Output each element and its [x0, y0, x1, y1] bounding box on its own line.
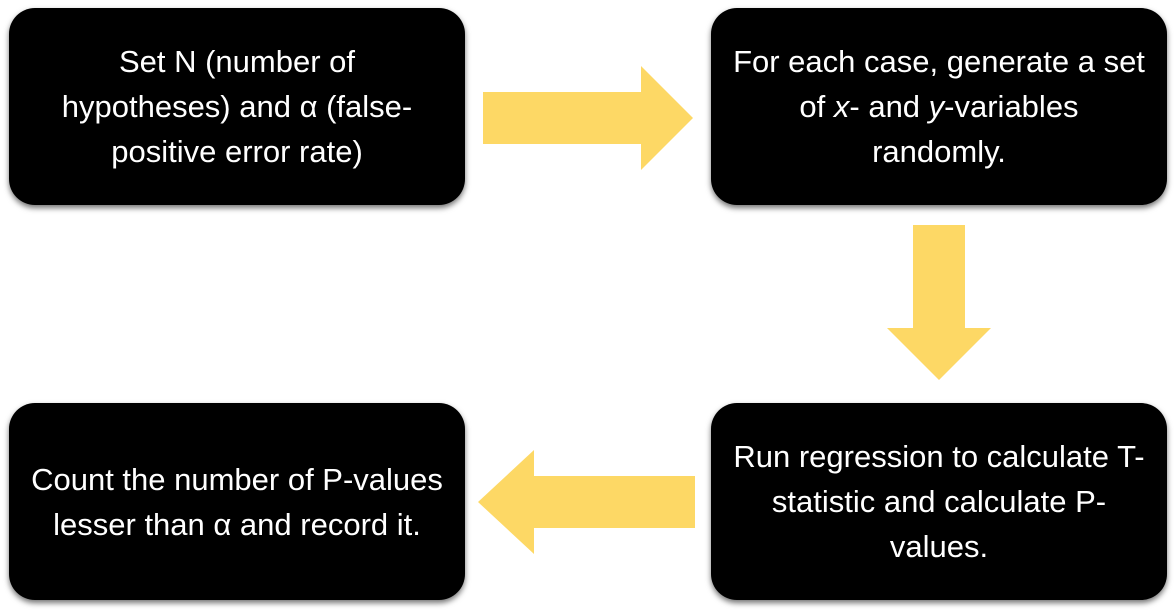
step-generate-text-part-1: For each case, generate a set of [733, 44, 1145, 124]
step-generate-text-part-5: -variables randomly. [872, 89, 1079, 169]
step-run-regression-box: Run regression to calculate T-statistic … [711, 403, 1167, 600]
step-count-p-values-box: Count the number of P-values lesser than… [9, 403, 465, 600]
arrow-left-icon [478, 450, 695, 554]
step-generate-text-part-3: - and [849, 89, 929, 124]
arrow-left-shape [478, 450, 695, 554]
arrow-down-icon [887, 225, 991, 380]
step-set-n-alpha-box: Set N (number of hypotheses) and α (fals… [9, 8, 465, 205]
step-generate-text-y: y [928, 89, 945, 124]
step-generate-variables-text: For each case, generate a set of x- and … [733, 39, 1145, 174]
step-set-n-alpha-text: Set N (number of hypotheses) and α (fals… [61, 44, 413, 169]
arrow-right-shape [483, 66, 693, 170]
arrow-right-icon [483, 66, 693, 170]
arrow-down-shape [887, 225, 991, 380]
step-generate-variables-box: For each case, generate a set of x- and … [711, 8, 1167, 205]
step-count-p-values-text: Count the number of P-values lesser than… [31, 461, 443, 542]
step-run-regression-text: Run regression to calculate T-statistic … [733, 439, 1145, 564]
step-generate-text-x: x [833, 89, 850, 124]
